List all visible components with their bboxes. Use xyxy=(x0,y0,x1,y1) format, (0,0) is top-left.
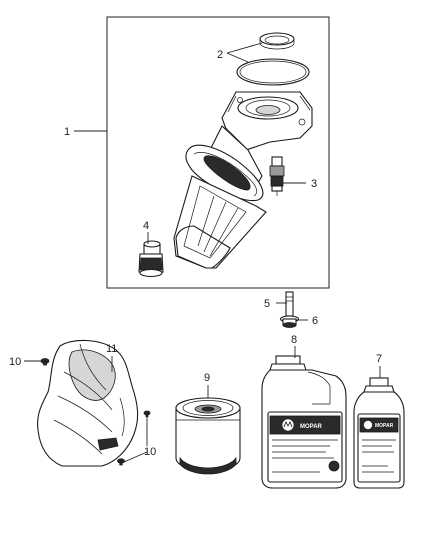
jug-brand-label: MOPAR xyxy=(300,424,323,430)
heat-shield[interactable] xyxy=(37,339,139,467)
oil-pressure-sensor[interactable] xyxy=(269,156,285,196)
drain-fitting[interactable] xyxy=(138,240,164,278)
callout-3[interactable]: 3 xyxy=(311,178,317,190)
callout-11[interactable]: 11 xyxy=(106,343,117,355)
bottle-brand-label: MOPAR xyxy=(375,423,394,429)
callout-4[interactable]: 4 xyxy=(143,220,149,232)
callout-9[interactable]: 9 xyxy=(204,372,210,384)
oil-filter-housing[interactable] xyxy=(173,91,313,269)
callout-10-left[interactable]: 10 xyxy=(9,356,21,368)
oil-filter-cartridge[interactable] xyxy=(175,397,241,475)
callout-5[interactable]: 5 xyxy=(264,298,270,310)
callout-2[interactable]: 2 xyxy=(217,49,223,61)
seal-rings[interactable] xyxy=(236,32,310,86)
callout-8[interactable]: 8 xyxy=(291,334,297,346)
oil-bottle-small[interactable]: MOPAR xyxy=(353,377,405,489)
screw-10-upper[interactable] xyxy=(40,358,50,366)
oil-jug-large[interactable]: MOPAR xyxy=(261,355,347,489)
assembly-frame xyxy=(106,16,330,289)
callout-1[interactable]: 1 xyxy=(64,126,70,138)
callout-6[interactable]: 6 xyxy=(312,315,318,327)
bolt[interactable] xyxy=(279,291,300,328)
callout-7[interactable]: 7 xyxy=(376,353,382,365)
callout-10-right[interactable]: 10 xyxy=(144,446,156,458)
screw-10-lower[interactable] xyxy=(117,458,125,466)
leader-lines xyxy=(24,42,381,463)
screw-10-lower-right[interactable] xyxy=(143,410,151,418)
